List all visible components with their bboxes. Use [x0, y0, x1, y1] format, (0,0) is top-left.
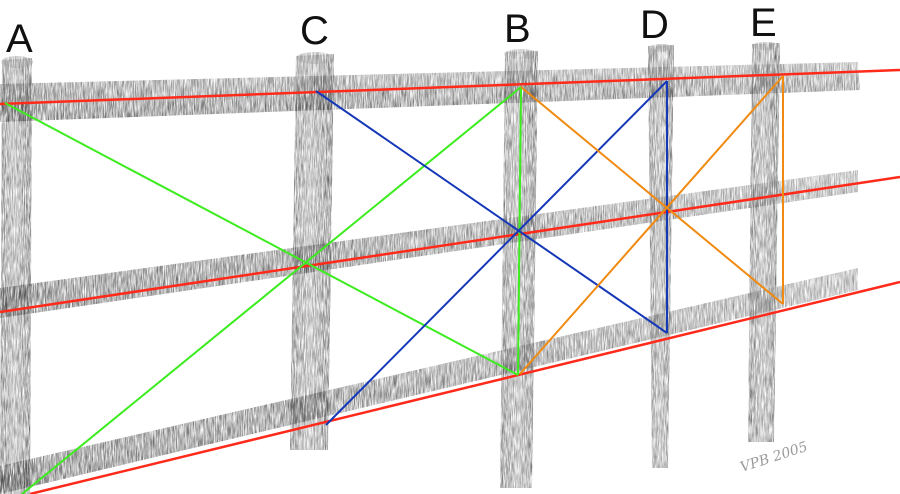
post-d [648, 45, 674, 468]
bottom-rail [0, 268, 858, 494]
bottom-vanishing-line [29, 280, 900, 494]
label-b: B [504, 7, 531, 51]
perspective-lines [0, 68, 900, 494]
orange-construction-lines [519, 75, 784, 375]
post-e [748, 43, 780, 442]
label-c: C [300, 9, 329, 53]
fence-rails [0, 62, 860, 494]
label-d: D [640, 3, 669, 47]
middle-rail [0, 170, 858, 318]
blue-diagonal-c-top-to-d-bottom [315, 90, 668, 334]
fence-posts [0, 42, 780, 494]
middle-vanishing-line [0, 175, 900, 314]
green-diagonal-b-top-to-a-bottom [21, 86, 522, 494]
top-rail [0, 62, 860, 122]
green-diagonal-a-to-b-bottom [4, 102, 519, 376]
orange-diagonal-b-top-to-e-bottom [520, 86, 784, 305]
label-a: A [6, 17, 33, 61]
label-e: E [750, 1, 777, 45]
orange-diagonal-e-top-to-b-bottom [519, 75, 784, 375]
artist-signature: VPB 2005 [738, 439, 810, 476]
top-vanishing-line [0, 68, 900, 106]
post-a [0, 58, 32, 494]
blue-diagonal-d-top-to-c-bottom [325, 80, 668, 426]
post-labels: A C B D E [6, 1, 777, 61]
